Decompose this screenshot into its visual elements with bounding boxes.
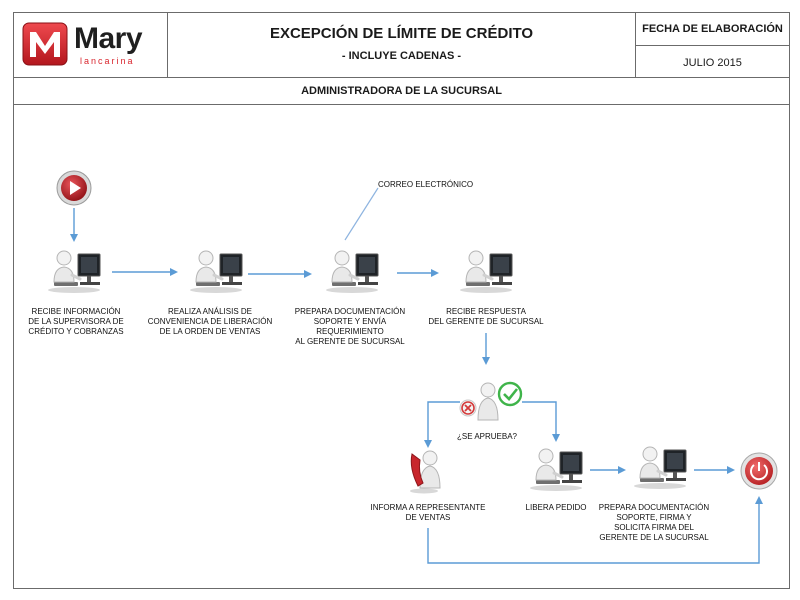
worker-computer-icon (324, 249, 380, 294)
arrow-decision-approve (522, 401, 560, 442)
logo-m-icon (22, 22, 68, 66)
start-play-icon (56, 170, 92, 206)
arrow-decision-reject (424, 401, 460, 448)
date-value: JULIO 2015 (683, 57, 742, 69)
end-power-icon (740, 452, 778, 490)
logo-brand: Mary (74, 22, 143, 55)
step-label-inform-rep: INFORMA A REPRESENTANTE DE VENTAS (370, 503, 486, 522)
step-label-analysis: REALIZA ANÁLISIS DE CONVENIENCIA DE LIBE… (147, 307, 273, 336)
step-label-receive-response: RECIBE RESPUESTA DEL GERENTE DE SUCURSAL (428, 307, 544, 326)
worker-computer-icon (632, 445, 688, 490)
diagram-frame (13, 12, 790, 589)
arrow-step5-to-end (427, 496, 763, 564)
role-band-label: ADMINISTRADORA DE LA SUCURSAL (301, 85, 502, 97)
page-title: EXCEPCIÓN DE LÍMITE DE CRÉDITO (269, 25, 534, 42)
decision-question: ¿SE APRUEBA? (456, 432, 518, 441)
logo-subbrand: lancarina (80, 56, 135, 66)
worker-computer-icon (528, 447, 584, 492)
date-label: FECHA DE ELABORACIÓN (642, 23, 783, 35)
worker-computer-icon (46, 249, 102, 294)
email-annotation-line (344, 187, 379, 241)
worker-computer-icon (458, 249, 514, 294)
step-label-release-order: LIBERA PEDIDO (525, 503, 587, 512)
step-label-receive-info: RECIBE INFORMACIÓN DE LA SUPERVISORA DE … (28, 307, 124, 336)
phone-call-icon (410, 450, 441, 494)
header-date-divider (635, 12, 790, 46)
step-label-prepare-send: PREPARA DOCUMENTACIÓN SOPORTE Y ENVÍA RE… (294, 307, 406, 346)
decision-approval-icon (459, 381, 523, 421)
page-subtitle: - INCLUYE CADENAS - (341, 50, 462, 62)
connector-lines (70, 208, 763, 564)
worker-computer-icon (188, 249, 244, 294)
step-label-prepare-sign: PREPARA DOCUMENTACIÓN SOPORTE, FIRMA Y S… (598, 503, 710, 542)
company-logo: Mary lancarina (22, 22, 162, 70)
email-annotation: CORREO ELECTRÓNICO (378, 180, 474, 189)
role-band (13, 77, 790, 105)
